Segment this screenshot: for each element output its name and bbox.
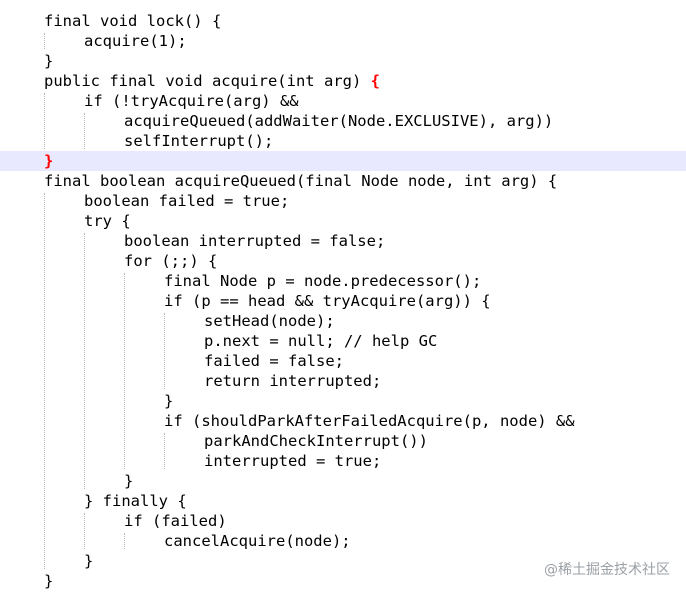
code-text: setHead(node); xyxy=(204,312,335,330)
indent-guide xyxy=(44,193,45,569)
code-line[interactable]: final Node p = node.predecessor(); xyxy=(0,271,686,291)
code-text: failed = false; xyxy=(204,352,344,370)
code-text: interrupted = true; xyxy=(204,452,382,470)
code-text: if (failed) xyxy=(124,512,227,530)
indent-guide xyxy=(84,513,85,549)
watermark: @稀土掘金技术社区 xyxy=(544,562,670,578)
indent-guide xyxy=(124,273,125,469)
code-text: try { xyxy=(84,212,131,230)
code-line[interactable]: return interrupted; xyxy=(0,371,686,391)
code-text: boolean interrupted = false; xyxy=(124,232,386,250)
code-line[interactable]: final boolean acquireQueued(final Node n… xyxy=(0,171,686,191)
code-text: if (shouldParkAfterFailedAcquire(p, node… xyxy=(164,412,575,430)
code-text: final Node p = node.predecessor(); xyxy=(164,272,482,290)
code-line[interactable]: } xyxy=(0,571,686,591)
code-text: parkAndCheckInterrupt()) xyxy=(204,432,428,450)
code-text: cancelAcquire(node); xyxy=(164,532,351,550)
code-text: } xyxy=(124,472,134,490)
indent-guide xyxy=(84,233,85,489)
indent-guide xyxy=(124,533,125,549)
code-line[interactable]: acquireQueued(addWaiter(Node.EXCLUSIVE),… xyxy=(0,111,686,131)
code-line[interactable]: boolean failed = true; xyxy=(0,191,686,211)
code-line[interactable]: } xyxy=(0,51,686,71)
code-line[interactable]: failed = false; xyxy=(0,351,686,371)
code-text: p.next = null; // help GC xyxy=(204,332,438,350)
code-text: boolean failed = true; xyxy=(84,192,290,210)
code-line[interactable]: } finally { xyxy=(0,491,686,511)
code-text: final void lock() { xyxy=(44,12,222,30)
code-text: } xyxy=(44,151,53,171)
code-line[interactable]: public final void acquire(int arg) { xyxy=(0,71,686,91)
code-line[interactable]: if (p == head && tryAcquire(arg)) { xyxy=(0,291,686,311)
code-line[interactable]: setHead(node); xyxy=(0,311,686,331)
code-text: acquire(1); xyxy=(84,32,187,50)
code-text: selfInterrupt(); xyxy=(124,132,274,150)
code-text: if (!tryAcquire(arg) && xyxy=(84,92,299,110)
code-line[interactable]: boolean interrupted = false; xyxy=(0,231,686,251)
indent-guide xyxy=(164,313,165,389)
code-text: for (;;) { xyxy=(124,252,218,270)
indent-guide xyxy=(164,433,165,469)
code-line[interactable]: interrupted = true; xyxy=(0,451,686,471)
code-line[interactable]: for (;;) { xyxy=(0,251,686,271)
code-line[interactable]: if (failed) xyxy=(0,511,686,531)
code-text: return interrupted; xyxy=(204,372,382,390)
code-line[interactable]: acquire(1); xyxy=(0,31,686,51)
code-line[interactable]: selfInterrupt(); xyxy=(0,131,686,151)
code-line[interactable]: } xyxy=(0,471,686,491)
code-text: acquireQueued(addWaiter(Node.EXCLUSIVE),… xyxy=(124,112,554,130)
code-text: } xyxy=(164,392,174,410)
matched-brace: { xyxy=(370,72,380,90)
indent-guide xyxy=(44,93,45,149)
code-line[interactable]: p.next = null; // help GC xyxy=(0,331,686,351)
code-text: } xyxy=(44,52,54,70)
code-line-current[interactable]: } xyxy=(0,151,686,171)
code-text: } finally { xyxy=(84,492,187,510)
code-line[interactable]: } xyxy=(0,551,686,571)
code-line[interactable]: try { xyxy=(0,211,686,231)
code-line[interactable]: parkAndCheckInterrupt()) xyxy=(0,431,686,451)
code-text: final boolean acquireQueued(final Node n… xyxy=(44,172,558,190)
code-line[interactable]: final void lock() { xyxy=(0,11,686,31)
indent-guide xyxy=(84,113,85,149)
matched-brace: } xyxy=(44,152,54,170)
code-text: } xyxy=(84,552,94,570)
code-line[interactable]: if (shouldParkAfterFailedAcquire(p, node… xyxy=(0,411,686,431)
code-line[interactable]: if (!tryAcquire(arg) && xyxy=(0,91,686,111)
indent-guide xyxy=(44,33,45,49)
code-text: public final void acquire(int arg) { xyxy=(44,72,380,90)
code-line[interactable]: } xyxy=(0,391,686,411)
code-line[interactable]: cancelAcquire(node); xyxy=(0,531,686,551)
code-text: if (p == head && tryAcquire(arg)) { xyxy=(164,292,491,310)
code-text: } xyxy=(44,572,54,590)
